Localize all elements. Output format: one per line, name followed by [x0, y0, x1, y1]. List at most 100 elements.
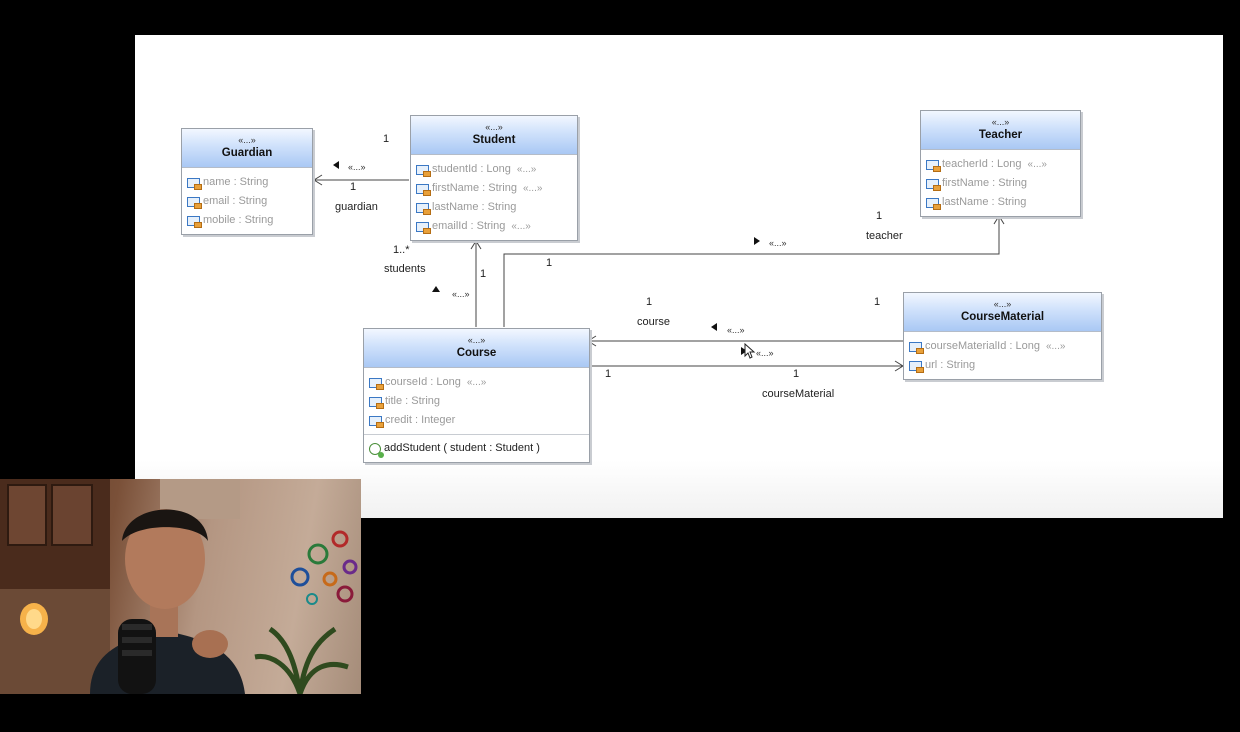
field-icon — [909, 341, 924, 354]
role-label: students — [384, 263, 426, 275]
attribute-row[interactable]: lastName : String — [926, 193, 1080, 212]
class-student[interactable]: «...» Student studentId : Long «...» firs… — [410, 115, 578, 241]
direction-arrow-icon — [333, 161, 339, 169]
attribute-text: lastName : String — [432, 201, 517, 213]
field-icon — [416, 183, 431, 196]
multiplicity-label: 1..* — [393, 244, 410, 256]
field-icon — [369, 377, 384, 390]
attribute-text: courseId : Long — [385, 376, 461, 388]
role-label: guardian — [335, 201, 378, 213]
direction-arrow-icon — [711, 323, 717, 331]
attribute-stereotype: «...» — [466, 377, 487, 388]
multiplicity-label: 1 — [546, 257, 553, 269]
class-guardian[interactable]: «...» Guardian name : String email : Str… — [181, 128, 313, 235]
attribute-text: name : String — [203, 176, 269, 188]
presenter-video-image — [0, 479, 358, 694]
class-name: Teacher — [978, 129, 1023, 141]
association-stereotype: «...» — [727, 325, 745, 335]
class-teacher[interactable]: «...» Teacher teacherId : Long«...» firs… — [920, 110, 1081, 217]
attribute-row[interactable]: firstName : String — [926, 174, 1080, 193]
attribute-row[interactable]: firstName : String «...» — [416, 179, 577, 198]
multiplicity-label: 1 — [876, 210, 883, 222]
field-icon — [187, 177, 202, 190]
attribute-text: credit : Integer — [385, 414, 456, 426]
attribute-text: emailId : String — [432, 220, 506, 232]
multiplicity-label: 1 — [480, 268, 487, 280]
stereotype-label: «...» — [467, 335, 486, 345]
attribute-stereotype: «...» — [511, 221, 531, 232]
class-name: Guardian — [221, 147, 273, 159]
attribute-stereotype: «...» — [522, 183, 543, 194]
association-stereotype: «...» — [452, 289, 470, 299]
direction-arrow-icon — [432, 286, 440, 292]
webcam-overlay — [0, 479, 361, 694]
class-course[interactable]: «...» Course courseId : Long «...» title … — [363, 328, 590, 463]
class-coursematerial[interactable]: «...» CourseMaterial courseMaterialId : … — [903, 292, 1102, 380]
class-name: Student — [472, 134, 516, 146]
field-icon — [926, 197, 941, 210]
class-student-header: «...» Student — [411, 116, 577, 155]
attribute-text: lastName : String — [942, 196, 1027, 208]
attribute-text: studentId : Long — [432, 163, 511, 175]
multiplicity-label: 1 — [383, 133, 390, 145]
attribute-row[interactable]: studentId : Long «...» — [416, 160, 577, 179]
multiplicity-label: 1 — [874, 296, 881, 308]
attribute-text: email : String — [203, 195, 268, 207]
assoc-students-arrowhead — [470, 240, 482, 250]
class-name: CourseMaterial — [960, 311, 1045, 323]
attribute-stereotype: «...» — [516, 164, 537, 175]
attribute-list: name : String email : String mobile : St… — [182, 168, 312, 234]
class-course-header: «...» Course — [364, 329, 589, 368]
attribute-row[interactable]: emailId : String «...» — [416, 217, 577, 236]
field-icon — [416, 202, 431, 215]
field-icon — [416, 164, 431, 177]
role-label: course — [637, 316, 671, 328]
role-label: courseMaterial — [762, 388, 835, 400]
field-icon — [909, 360, 924, 373]
attribute-row[interactable]: courseId : Long «...» — [369, 373, 589, 392]
role-label: teacher — [866, 230, 903, 242]
attribute-row[interactable]: credit : Integer — [369, 411, 589, 430]
attribute-text: url : String — [925, 359, 976, 371]
attribute-text: teacherId : Long — [942, 158, 1022, 170]
attribute-text: firstName : String — [942, 177, 1027, 189]
attribute-list: courseId : Long «...» title : String cred… — [364, 368, 589, 434]
class-guardian-header: «...» Guardian — [182, 129, 312, 168]
direction-arrow-icon — [741, 347, 747, 355]
attribute-row[interactable]: title : String — [369, 392, 589, 411]
mouse-cursor-icon — [744, 343, 756, 359]
field-icon — [187, 215, 202, 228]
attribute-row[interactable]: mobile : String — [187, 211, 312, 230]
multiplicity-label: 1 — [350, 181, 357, 193]
operation-text: addStudent ( student : Student ) — [384, 442, 540, 454]
multiplicity-label: 1 — [793, 368, 800, 380]
stereotype-label: «...» — [991, 117, 1010, 127]
association-stereotype: «...» — [348, 162, 366, 172]
operation-list: addStudent ( student : Student ) — [364, 434, 589, 462]
field-icon — [416, 221, 431, 234]
operation-row[interactable]: addStudent ( student : Student ) — [369, 439, 589, 458]
class-coursematerial-header: «...» CourseMaterial — [904, 293, 1101, 332]
class-teacher-header: «...» Teacher — [921, 111, 1080, 150]
stereotype-label: «...» — [485, 122, 503, 132]
attribute-row[interactable]: url : String — [909, 356, 1101, 375]
field-icon — [926, 159, 941, 172]
class-name: Course — [456, 347, 497, 359]
attribute-row[interactable]: teacherId : Long«...» — [926, 155, 1080, 174]
attribute-list: teacherId : Long«...» firstName : String… — [921, 150, 1080, 216]
method-icon — [369, 442, 384, 458]
direction-arrow-icon — [754, 237, 760, 245]
stereotype-label: «...» — [993, 299, 1012, 309]
attribute-row[interactable]: name : String — [187, 173, 312, 192]
attribute-row[interactable]: email : String — [187, 192, 312, 211]
attribute-row[interactable]: courseMaterialId : Long«...» — [909, 337, 1101, 356]
attribute-row[interactable]: lastName : String — [416, 198, 577, 217]
association-stereotype: «...» — [756, 348, 774, 358]
attribute-list: courseMaterialId : Long«...» url : Strin… — [904, 332, 1101, 379]
association-lines — [313, 174, 1005, 372]
stereotype-label: «...» — [238, 135, 256, 145]
attribute-text: courseMaterialId : Long — [925, 340, 1040, 352]
attribute-text: firstName : String — [432, 182, 517, 194]
uml-diagram-canvas: «...» Guardian name : String email : Str… — [135, 35, 1223, 518]
association-stereotype: «...» — [769, 238, 787, 248]
